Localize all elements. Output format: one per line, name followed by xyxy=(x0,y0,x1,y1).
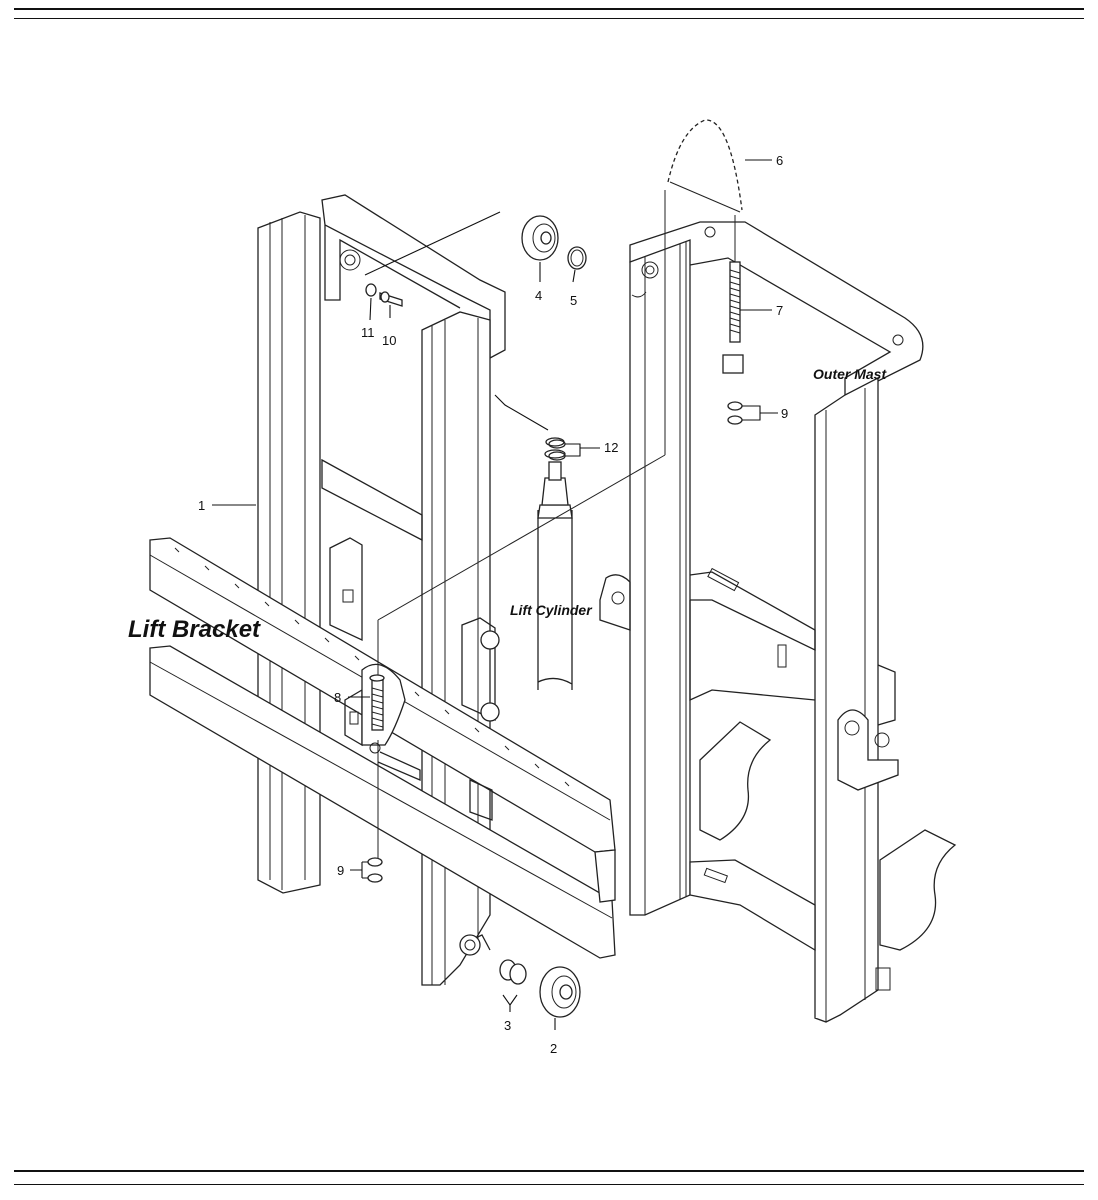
callout-10: 10 xyxy=(382,333,396,348)
callout-3: 3 xyxy=(504,1018,511,1033)
callout-7: 7 xyxy=(776,303,783,318)
chain-anchor-bolt-bottom xyxy=(369,674,385,731)
callouts: 1 2 3 4 5 6 7 8 9 9 10 11 12 xyxy=(198,153,788,1056)
bottom-rule-thick xyxy=(14,1170,1084,1172)
lift-bracket xyxy=(149,537,616,959)
callout-4: 4 xyxy=(535,288,542,303)
roller-top xyxy=(521,215,559,261)
callout-12: 12 xyxy=(604,440,618,455)
callout-9-bottom: 9 xyxy=(337,863,344,878)
top-rule-thick xyxy=(14,8,1084,10)
label-lift-cylinder: Lift Cylinder xyxy=(510,602,593,618)
lift-cylinder xyxy=(537,437,573,690)
callout-8: 8 xyxy=(334,690,341,705)
callout-9-top: 9 xyxy=(781,406,788,421)
chain-anchor-bolt-top xyxy=(722,261,744,374)
outer-mast xyxy=(599,221,957,1023)
callout-1: 1 xyxy=(198,498,205,513)
bottom-rule-thin xyxy=(14,1184,1084,1185)
callout-2: 2 xyxy=(550,1041,557,1056)
callout-11: 11 xyxy=(361,325,375,340)
callout-6: 6 xyxy=(776,153,783,168)
nuts-bottom xyxy=(367,857,383,883)
top-rule-thin xyxy=(14,18,1084,19)
leader-lines xyxy=(212,159,778,1030)
lift-chain xyxy=(377,119,743,862)
nuts-top xyxy=(727,401,743,425)
callout-5: 5 xyxy=(570,293,577,308)
snap-ring xyxy=(567,246,587,270)
shims-bottom xyxy=(499,959,527,985)
roller-bottom xyxy=(539,966,581,1018)
bolt-and-washer xyxy=(365,283,403,307)
label-lift-bracket: Lift Bracket xyxy=(128,616,261,643)
label-outer-mast: Outer Mast xyxy=(813,366,887,382)
